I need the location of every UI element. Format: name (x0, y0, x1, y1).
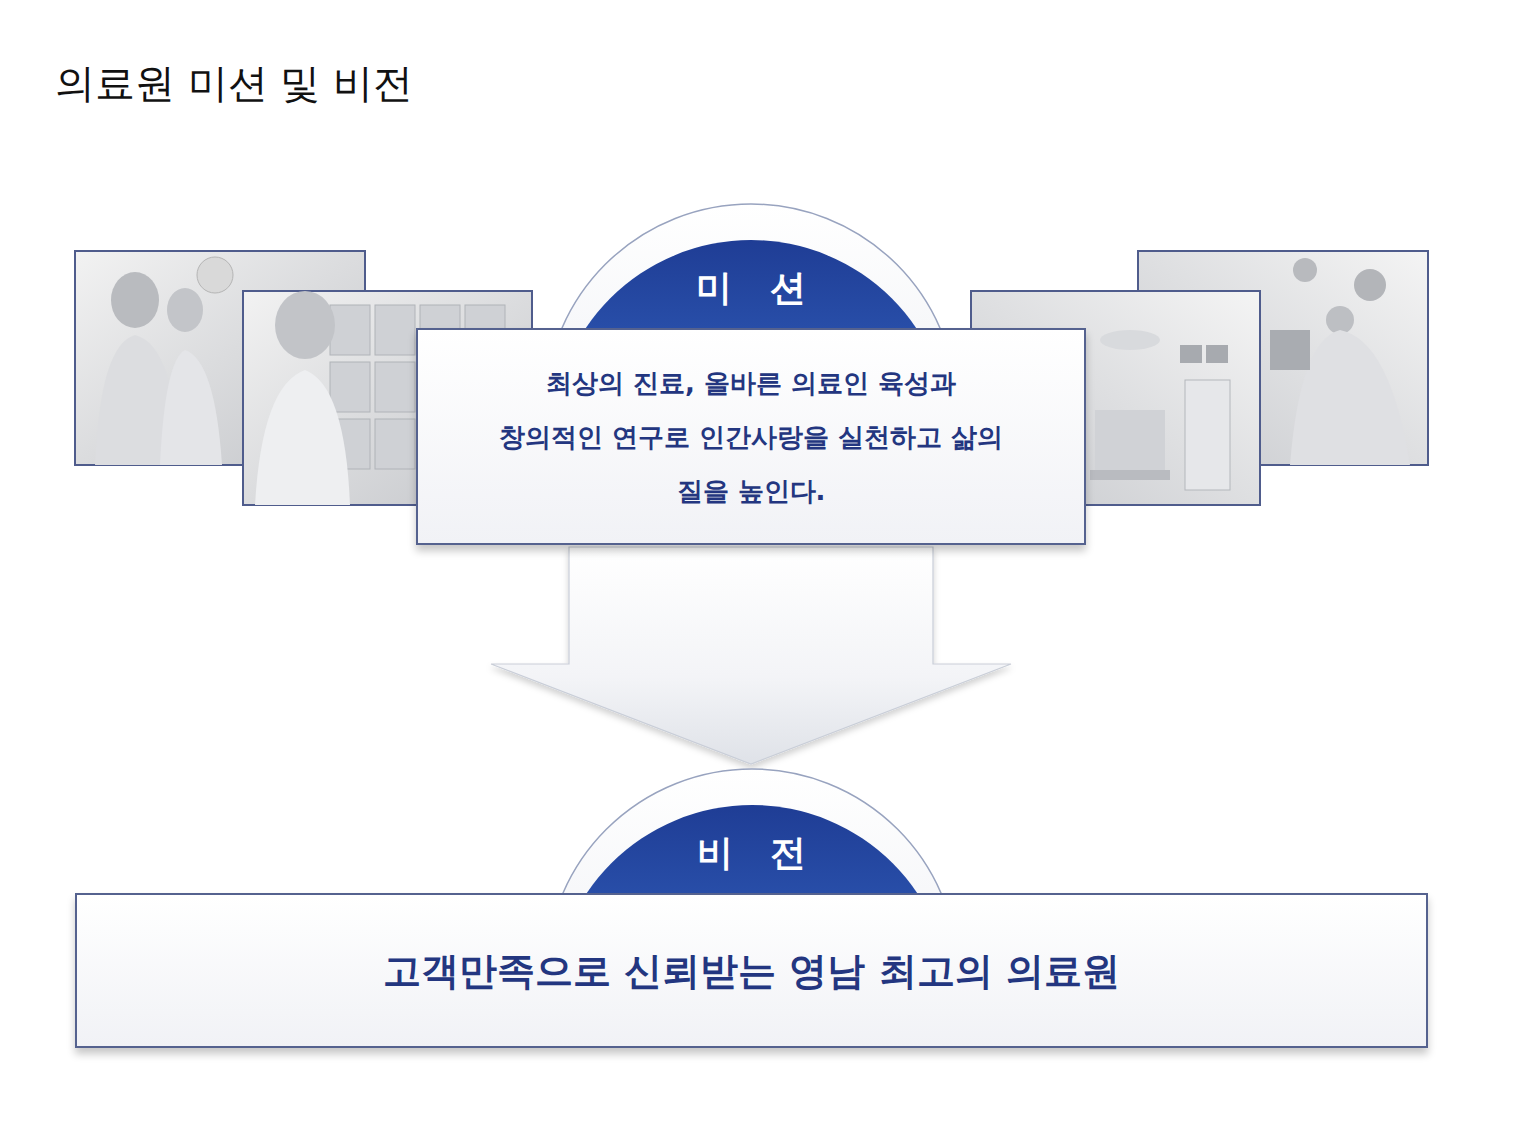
dome-shape (562, 768, 942, 893)
statement-box: 미 션최상의 진료, 올바른 의료인 육성과 창의적인 연구로 인간사랑을 실천… (416, 328, 1086, 545)
heading-dome: 미 션 (561, 203, 941, 328)
heading-dome: 비 전 (562, 768, 942, 893)
flow-arrow (491, 547, 1011, 764)
section-heading: 미 션 (561, 265, 941, 311)
statement-text: 최상의 진료, 올바른 의료인 육성과 창의적인 연구로 인간사랑을 실천하고 … (491, 356, 1011, 518)
dome-shape (561, 203, 941, 328)
dome-core (562, 805, 942, 893)
statement-box: 비 전고객만족으로 신뢰받는 영남 최고의 의료원 (75, 893, 1428, 1048)
page-title: 의료원 미션 및 비전 (55, 56, 413, 111)
section-heading: 비 전 (562, 830, 942, 876)
dome-core (561, 240, 941, 328)
statement-text: 고객만족으로 신뢰받는 영남 최고의 의료원 (383, 946, 1120, 996)
